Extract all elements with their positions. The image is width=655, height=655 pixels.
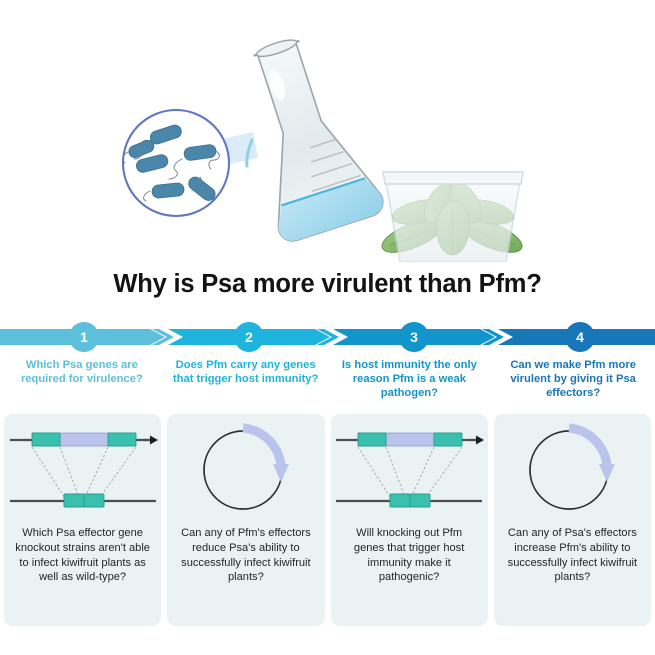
question-card-1: Which Psa effector gene knockout strains… bbox=[4, 414, 162, 626]
genome-arrowhead bbox=[476, 435, 485, 445]
bacteria-magnifier bbox=[121, 108, 231, 218]
plasmid-arc-arrow bbox=[242, 423, 286, 467]
step-circle-4 bbox=[565, 322, 595, 352]
question-card-2: Can any of Pfm's effectors reduce Psa's … bbox=[167, 414, 325, 626]
step-number-4: 4 bbox=[576, 329, 584, 345]
question-card-4: Can any of Psa's effectors increase Pfm'… bbox=[493, 414, 651, 626]
question-card-text-3: Will knocking out Pfm genes that trigger… bbox=[353, 527, 465, 584]
bacterium bbox=[136, 154, 169, 173]
result-box-right bbox=[83, 493, 105, 508]
bacterium bbox=[183, 144, 217, 161]
step-circle-2 bbox=[234, 322, 264, 352]
step-segment-2: 2 bbox=[168, 322, 339, 352]
bacterium bbox=[128, 139, 155, 158]
step-number-3: 3 bbox=[410, 329, 418, 345]
recombination-lines bbox=[31, 446, 136, 501]
step-number-1: 1 bbox=[80, 329, 88, 345]
bacterium bbox=[188, 176, 216, 201]
flask-liquid bbox=[278, 178, 383, 241]
pour-stream bbox=[245, 138, 254, 168]
page-title: Why is Psa more virulent than Pfm? bbox=[113, 270, 542, 298]
flask-graduations bbox=[310, 139, 361, 192]
gene-knockout-diagram-3 bbox=[331, 414, 488, 526]
plasmid-circle-diagram-2 bbox=[167, 414, 324, 526]
flank-box-right bbox=[107, 432, 137, 447]
result-box-left bbox=[389, 493, 411, 508]
plasmid-arrowhead bbox=[272, 464, 289, 482]
bacterium bbox=[149, 124, 182, 145]
pot-body bbox=[384, 175, 522, 262]
question-cards: Which Psa effector gene knockout strains… bbox=[0, 414, 655, 626]
step-circle-3 bbox=[399, 322, 429, 352]
flagella-group bbox=[122, 139, 220, 202]
step-caption-2: Does Pfm carry any genes that trigger ho… bbox=[172, 359, 319, 385]
step-caption-4: Can we make Pfm more virulent by giving … bbox=[510, 359, 636, 399]
flank-box-left bbox=[357, 432, 387, 447]
gene-knockout-diagram-1 bbox=[4, 414, 161, 526]
question-card-3: Will knocking out Pfm genes that trigger… bbox=[330, 414, 488, 626]
result-box-left bbox=[63, 493, 85, 508]
result-box-right bbox=[409, 493, 431, 508]
question-card-text-4: Can any of Psa's effectors increase Pfm'… bbox=[507, 527, 638, 584]
flank-box-left bbox=[31, 432, 61, 447]
step-caption-1: Which Psa genes are required for virulen… bbox=[20, 359, 143, 385]
liquid-surface-line bbox=[281, 177, 366, 207]
flask-mouth bbox=[255, 39, 298, 58]
plant-pot-group bbox=[381, 171, 524, 262]
flank-box-right bbox=[433, 432, 463, 447]
bacterium bbox=[151, 182, 185, 199]
pot-rim bbox=[382, 171, 524, 185]
step-segment-1: 1 bbox=[0, 322, 174, 352]
hero-illustration bbox=[0, 0, 655, 262]
step-number-2: 2 bbox=[245, 329, 253, 345]
step-captions: Which Psa genes are required for virulen… bbox=[0, 358, 655, 412]
step-arrow-band: 1 2 3 4 bbox=[0, 316, 655, 358]
recombination-lines bbox=[357, 446, 463, 501]
question-card-text-2: Can any of Pfm's effectors reduce Psa's … bbox=[181, 527, 311, 584]
step-segment-4: 4 bbox=[498, 322, 655, 352]
genome-arrowhead bbox=[149, 435, 158, 445]
step-caption-3: Is host immunity the only reason Pfm is … bbox=[341, 359, 477, 399]
plasmid-circle-diagram-4 bbox=[494, 414, 651, 526]
flask-group bbox=[253, 39, 384, 242]
step-circle-1 bbox=[69, 322, 99, 352]
plasmid-arc-arrow bbox=[568, 423, 612, 467]
flask-highlight bbox=[268, 69, 286, 101]
bacteria-group bbox=[128, 124, 217, 201]
question-card-text-1: Which Psa effector gene knockout strains… bbox=[15, 527, 150, 584]
plasmid-arrowhead bbox=[599, 464, 616, 482]
step-segment-3: 3 bbox=[333, 322, 504, 352]
